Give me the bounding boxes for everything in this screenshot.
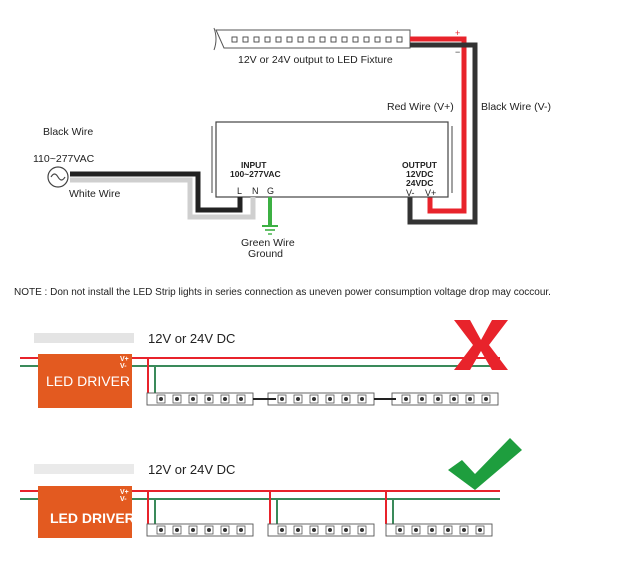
strip-led [341,36,348,43]
strip-led [330,36,337,43]
terminal-l: L [237,186,242,196]
driver-label-wrong: LED DRIVER [46,373,130,389]
blurred-header-block [34,464,134,474]
strip-led [308,36,315,43]
dc-label-wrong: 12V or 24V DC [148,331,235,346]
strip-led [374,36,381,43]
terminal-vminus: V- [406,188,415,198]
strip-led [363,36,370,43]
red-wire [410,36,467,214]
strip-led [286,36,293,43]
driver-box [215,121,449,198]
black-wire-input [70,171,243,213]
strip-led [242,36,249,43]
output-title: OUTPUT [402,160,438,170]
strip-led [253,36,260,43]
strip-led [319,36,326,43]
vminus-wrong: V- [120,363,127,370]
strip-output-label: 12V or 24V output to LED Fixture [238,54,393,66]
ac-source-icon [47,166,69,188]
strip-led [231,36,238,43]
input-voltage-label: 110~277VAC [33,153,95,165]
output-12vdc: 12VDC [406,169,433,179]
plus-sign: + [455,28,460,38]
black-wire-label-right: Black Wire (V-) [481,101,551,113]
blurred-header-block [34,333,134,343]
series-wrong-diagram: 12V or 24V DC LED DRIVER V+ V- [20,320,508,408]
strip-led [385,36,392,43]
strip-led [275,36,282,43]
top-wiring-diagram: 12V or 24V output to LED Fixture + − Red… [33,27,551,260]
led-driver-box-right [38,486,132,538]
note-text: NOTE : Don not install the LED Strip lig… [14,287,551,298]
strip-led [297,36,304,43]
strip-led [396,36,403,43]
ground-icon [262,225,278,235]
minus-sign: − [455,47,460,57]
led-strip-segment [146,392,254,406]
cross-icon [454,320,508,370]
terminal-vplus: V+ [425,188,436,198]
led-strip-segment [146,523,254,537]
dc-label-right: 12V or 24V DC [148,462,235,477]
strip-led [264,36,271,43]
ground-label: Ground [248,248,283,260]
check-icon [448,438,522,490]
vplus-right: V+ [120,489,129,496]
black-wire-label-left: Black Wire [43,126,93,138]
led-driver-box-wrong [38,354,132,408]
white-wire-label: White Wire [69,188,120,200]
input-title: INPUT [241,160,267,170]
top-led-strip [213,27,411,51]
vminus-right: V- [120,496,127,503]
driver-label-right: LED DRIVER [50,510,135,526]
led-strip-segment [391,392,499,406]
black-wire [407,42,478,225]
strip-led [352,36,359,43]
led-strip-segment [267,523,375,537]
led-strip-segment [385,523,493,537]
output-24vdc: 24VDC [406,178,433,188]
parallel-correct-diagram: 12V or 24V DC LED DRIVER V+ V- [20,438,522,538]
input-range: 100~277VAC [230,169,281,179]
vplus-wrong: V+ [120,356,129,363]
terminal-n: N [252,186,259,196]
white-wire [70,177,256,220]
led-strip-segment [267,392,375,406]
green-wire-label: Green Wire [241,237,295,249]
red-wire-label: Red Wire (V+) [387,101,454,113]
terminal-g: G [267,186,274,196]
